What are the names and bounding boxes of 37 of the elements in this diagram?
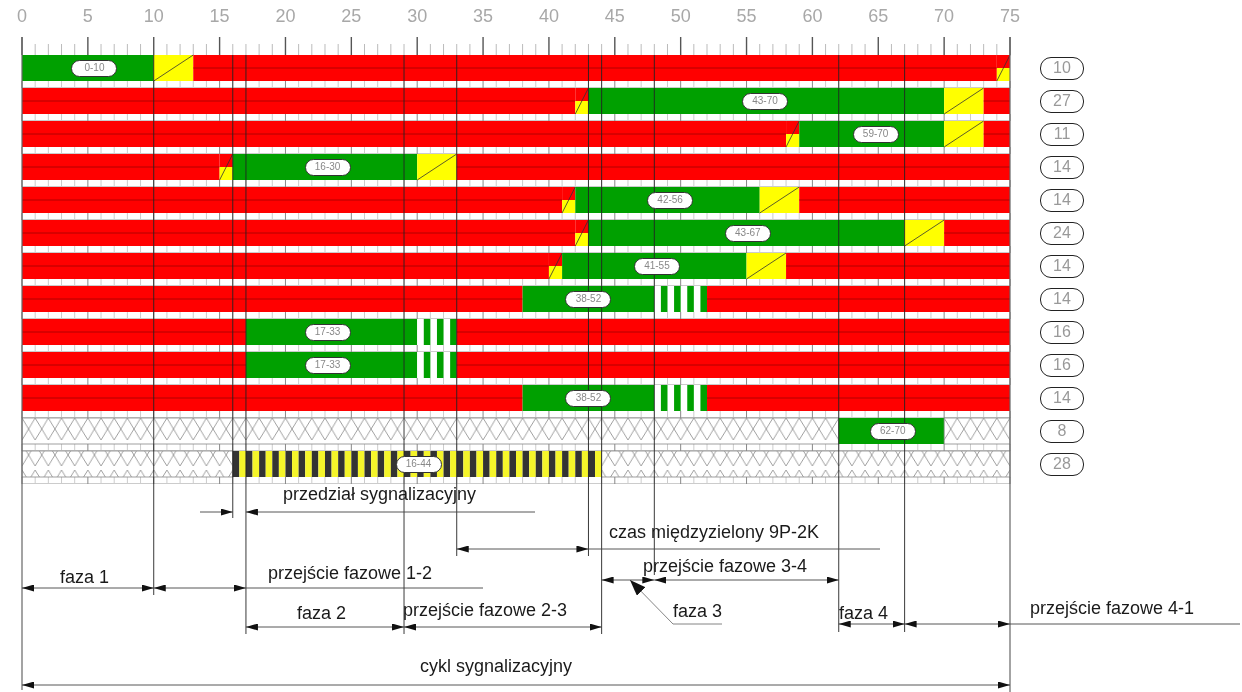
axis-tick-label: 15 [209, 6, 230, 27]
duration-badge: 10 [1040, 56, 1084, 80]
axis-tick-label: 10 [143, 6, 164, 27]
duration-badge: 8 [1040, 419, 1084, 443]
axis-tick-label: 40 [538, 6, 559, 27]
duration-badge: 14 [1040, 254, 1084, 278]
dimension-label: przejście fazowe 2-3 [403, 600, 568, 620]
axis-tick-label: 25 [341, 6, 362, 27]
axis-tick-label: 50 [670, 6, 691, 27]
axis-tick-label: 60 [802, 6, 823, 27]
axis-tick-label: 0 [17, 6, 27, 27]
axis-tick-label: 55 [736, 6, 757, 27]
dimension-label: przejście fazowe 1-2 [268, 563, 433, 583]
dimension-label: cykl sygnalizacyjny [420, 656, 573, 676]
axis-tick-label: 45 [604, 6, 625, 27]
duration-badge: 27 [1040, 89, 1084, 113]
duration-badge: 16 [1040, 320, 1084, 344]
axis-tick-label: 70 [934, 6, 955, 27]
axis-tick-label: 5 [82, 6, 93, 27]
duration-badge: 16 [1040, 353, 1084, 377]
axis-tick-label: 35 [473, 6, 494, 27]
dimension-label: faza 2 [297, 603, 347, 623]
duration-badge: 14 [1040, 287, 1084, 311]
axis-tick-label: 75 [1000, 6, 1020, 27]
duration-badge: 28 [1040, 452, 1084, 476]
dimension-label: faza 1 [60, 567, 110, 587]
duration-badge: 14 [1040, 188, 1084, 212]
duration-badge: 11 [1040, 122, 1084, 146]
duration-badge: 24 [1040, 221, 1084, 245]
axis-tick-label: 20 [275, 6, 296, 27]
phase-label: faza 3 [673, 601, 723, 624]
axis-tick-label: 65 [868, 6, 889, 27]
dimension-label: faza 4 [839, 603, 889, 623]
dimension-label: przejście fazowe 4-1 [1030, 598, 1195, 618]
axis-tick-label: 30 [407, 6, 428, 27]
duration-badge: 14 [1040, 155, 1084, 179]
duration-badge: 14 [1040, 386, 1084, 410]
